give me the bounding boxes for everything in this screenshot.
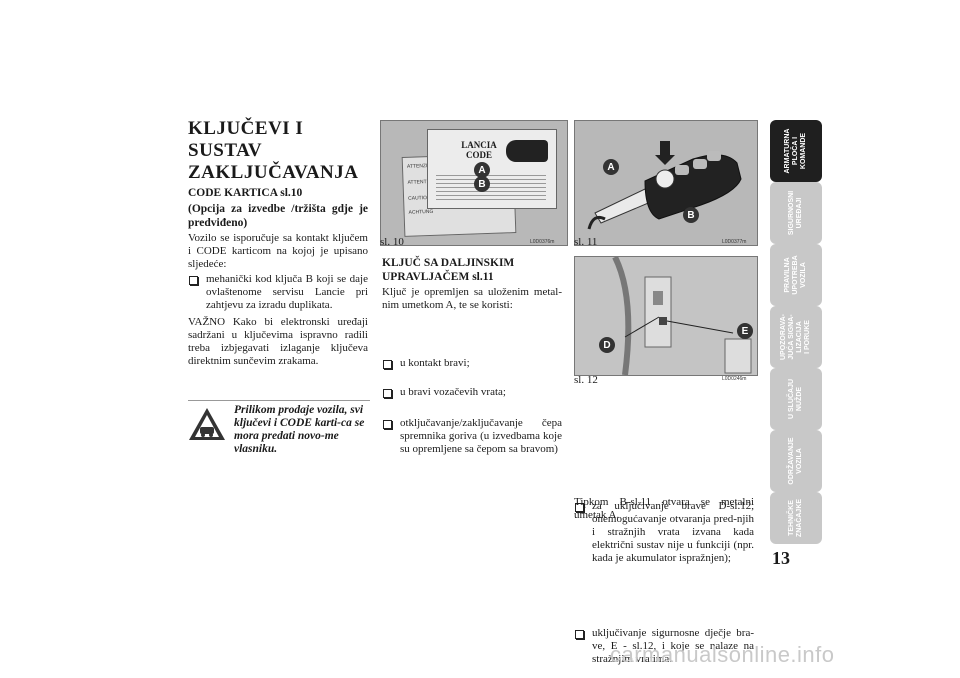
remote-key-intro: Ključ je opremljen sa uloženim metal-nim…: [382, 286, 562, 311]
remote-bullet: u bravi vozačevih vrata;: [382, 386, 562, 399]
figure-11-remote-key: A B: [574, 120, 758, 246]
tab-armaturna-ploca[interactable]: ARMATURNA PLOČA I KOMANDE: [770, 120, 822, 182]
label-b: B: [474, 176, 490, 192]
warning-box: Prilikom prodaje vozila, svi ključevi i …: [188, 400, 370, 455]
remote-bullet: otključavanje/zaključavanje čepa spremni…: [382, 417, 562, 456]
tab-upozoravajuca-signalizacija[interactable]: UPOZORAVA- JUĆA SIGNA- LIZACIJA I PORUKE: [770, 306, 822, 368]
figure-12-caption: sl. 12: [574, 374, 598, 386]
door-drawing: [612, 257, 752, 375]
label-a: A: [474, 162, 490, 178]
remote-key-drawing: [587, 141, 742, 230]
warning-text: Prilikom prodaje vozila, svi ključevi i …: [234, 404, 365, 455]
figure-12-code: L0D0246m: [722, 376, 747, 382]
remote-bullet: u kontakt bravi;: [382, 357, 562, 370]
label-d: D: [599, 337, 615, 353]
tab-pravilna-upotreba[interactable]: PRAVILNA UPOTREBA VOZILA: [770, 244, 822, 306]
figure-12-door-locks: D E: [574, 256, 758, 376]
code-card-note: VAŽNO Kako bi elektronski uređaji sadrža…: [188, 316, 368, 367]
tab-odrzavanje-vozila[interactable]: ODRŽAVANJE VOZILA: [770, 430, 822, 492]
tab-sigurnosni-uredaji[interactable]: SIGURNOSNI UREĐAJI: [770, 182, 822, 244]
code-card-intro: Vozilo se isporučuje sa kontakt ključem …: [188, 232, 368, 270]
right-outro: Tipkom B-sl.11 otvara se metalni umetak …: [574, 496, 754, 521]
code-card-bullet: mehanički kod ključa B koji se daje ovla…: [188, 273, 368, 312]
code-card-heading: CODE KARTICA sl.10: [188, 187, 303, 199]
tab-u-slucaju-nuzde[interactable]: U SLUČAJU NUŽDE: [770, 368, 822, 430]
label-e: E: [737, 323, 753, 339]
figure-11-caption: sl. 11: [574, 236, 598, 248]
page-title: KLJUČEVI I SUSTAV ZAKLJUČAVANJA: [188, 118, 359, 183]
remote-key-heading: KLJUČ SA DALJINSKIM UPRAVLJAČEM sl.11: [382, 257, 515, 283]
figure-10-code: L0D0376m: [530, 239, 555, 245]
code-card-subheading: (Opcija za izvedbe /tržišta gdje je pred…: [188, 203, 368, 229]
card-attention-label: ACHTUNG: [408, 208, 434, 216]
figure-11-code: L0D0377m: [722, 239, 747, 245]
lock-bullet: za uključivanje brave D-sl.12, onemoguća…: [574, 500, 754, 565]
lock-bullet: uključivanje sigurnosne dječje bra-ve, E…: [574, 627, 754, 666]
card-lines: [436, 172, 546, 202]
label-b: B: [683, 207, 699, 223]
tab-tehnicke-znacajke[interactable]: TEHNIČKE ZNAČAJKE: [770, 492, 822, 544]
key-icon: [506, 140, 548, 162]
watermark: carmanualsonline.info: [610, 642, 835, 667]
figure-10-code-card: ATTENZIONE! ATTENTION CAUTION ACHTUNG LA…: [380, 120, 568, 246]
figure-10-caption: sl. 10: [380, 236, 404, 248]
page-number: 13: [772, 548, 790, 568]
warning-triangle-icon: [188, 407, 226, 441]
label-a: A: [603, 159, 619, 175]
